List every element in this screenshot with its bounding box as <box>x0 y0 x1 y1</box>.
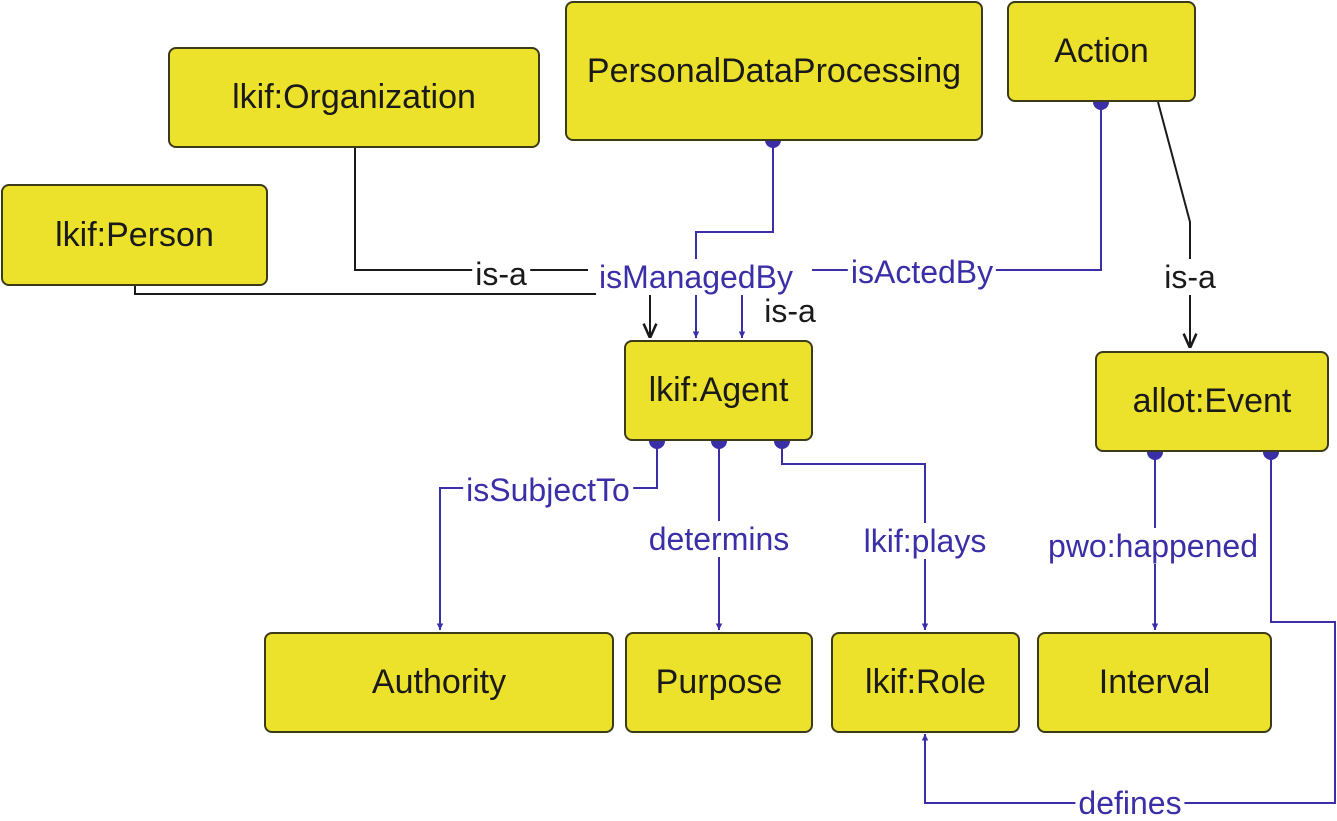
node-person: lkif:Person <box>1 184 268 286</box>
isa-organization-edge <box>354 148 650 338</box>
label-isa-action: is-a <box>1161 259 1219 295</box>
label-happened: pwo:happened <box>1045 528 1261 564</box>
node-organization: lkif:Organization <box>168 47 540 148</box>
node-role: lkif:Role <box>831 632 1020 733</box>
isa-person-edge <box>134 286 558 295</box>
node-personal-data-processing: PersonalDataProcessing <box>565 1 983 141</box>
node-event: allot:Event <box>1095 351 1329 452</box>
label-isa-person: is-a <box>764 293 816 329</box>
label-ismanagedby: isManagedBy <box>596 259 796 295</box>
label-isa-organization: is-a <box>472 256 530 292</box>
node-purpose: Purpose <box>625 632 813 733</box>
defines-edge <box>921 452 1336 804</box>
label-isactedby: isActedBy <box>847 254 997 290</box>
label-issubjectto: isSubjectTo <box>463 472 633 508</box>
node-authority: Authority <box>264 632 614 733</box>
issubjectto-edge <box>436 441 658 630</box>
label-determins: determins <box>645 521 793 557</box>
node-action: Action <box>1007 1 1196 102</box>
label-defines: defines <box>1075 785 1185 821</box>
isa-action-edge <box>1157 101 1190 348</box>
label-plays: lkif:plays <box>860 523 990 559</box>
node-interval: Interval <box>1037 632 1272 733</box>
node-agent: lkif:Agent <box>624 340 813 441</box>
